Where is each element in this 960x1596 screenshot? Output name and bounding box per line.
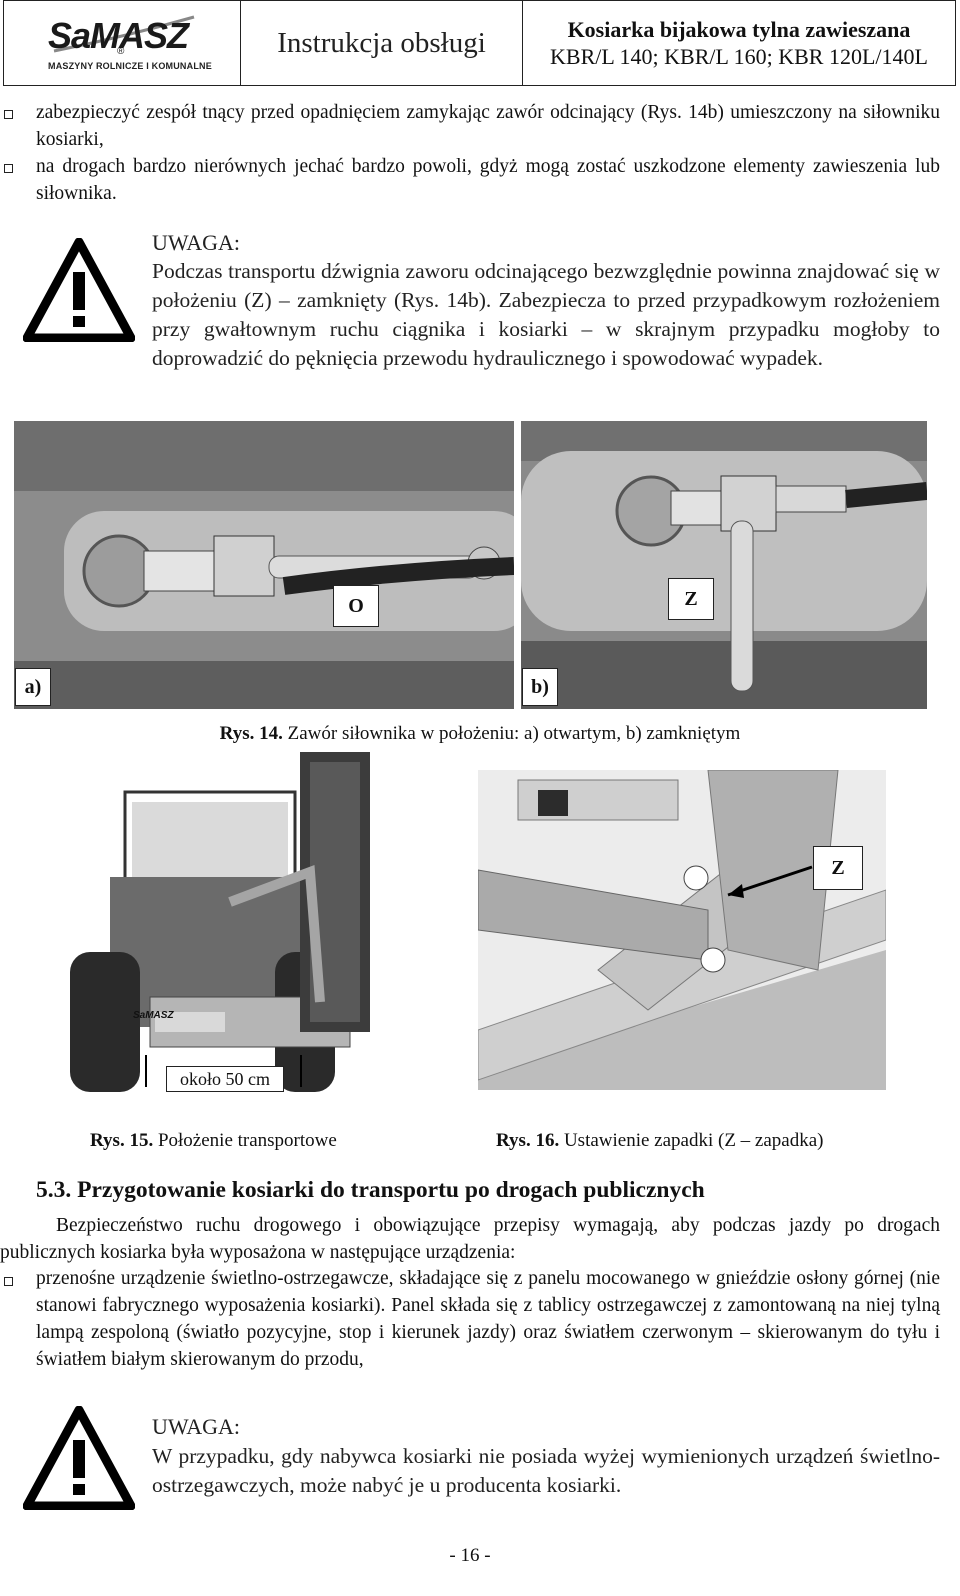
label-closed: Z [668,578,714,620]
label-latch: Z [813,846,863,890]
valve-open-illustration-icon [14,421,514,709]
warning-text: W przypadku, gdy nabywca kosiarki nie po… [152,1444,940,1497]
page-number: - 16 - [449,1545,491,1566]
bullet-item: przenośne urządzenie świetlno-ostrzegawc… [36,1268,940,1370]
photo-valve-open [14,421,514,709]
samasz-logo: SaMASZ ® MASZYNY ROLNICZE I KOMUNALNE [4,1,241,85]
warning-title: UWAGA: [152,230,240,255]
logo-subtitle: MASZYNY ROLNICZE I KOMUNALNE [48,61,212,71]
bullet-item: zabezpieczyć zespół tnący przed opadnięc… [36,102,940,150]
bullet-marker [4,110,13,119]
logo-swoosh-icon [53,15,195,53]
bullet-item: na drogach bardzo nierównych jechać bard… [36,156,940,204]
page-header: SaMASZ ® MASZYNY ROLNICZE I KOMUNALNE In… [3,0,956,86]
section-heading: 5.3. Przygotowanie kosiarki do transport… [36,1177,705,1203]
mower-badge: SaMASZ [133,1010,174,1021]
measure-tick-left [145,1055,147,1087]
valve-closed-illustration-icon [521,421,927,709]
logo-registered: ® [117,46,125,57]
warning-text: Podczas transportu dźwignia zaworu odcin… [152,259,940,370]
label-open: O [333,585,379,627]
doc-type: Instrukcja obsługi [241,1,523,85]
figure-caption-15: Rys. 15. Położenie transportowe [90,1130,337,1151]
product-models: KBR/L 140; KBR/L 160; KBR 120L/140L [550,44,928,69]
product-title: Kosiarka bijakowa tylna zawieszana [567,17,911,42]
warning-triangle-icon [23,238,135,342]
label-a: a) [15,668,51,706]
section-intro: Bezpieczeństwo ruchu drogowego i obowiąz… [0,1215,940,1263]
photo-transport-position: SaMASZ [70,752,400,1092]
measure-tick-right [300,1055,302,1087]
photo-valve-closed [521,421,927,709]
figure-caption-14: Rys. 14. Zawór siłownika w położeniu: a)… [219,723,741,744]
figure-caption-16: Rys. 16. Ustawienie zapadki (Z – zapadka… [496,1130,824,1151]
warning-title: UWAGA: [152,1414,240,1439]
label-b: b) [522,668,558,706]
latch-illustration-icon [478,770,886,1090]
tractor-illustration-icon [70,752,370,1092]
logo-text: SaMASZ [48,15,189,56]
bullet-marker [4,164,13,173]
drawing-latch-setting [478,770,886,1090]
bullet-marker [4,1277,13,1286]
product-info: Kosiarka bijakowa tylna zawieszana KBR/L… [523,1,955,85]
measure-label: około 50 cm [166,1066,284,1092]
warning-triangle-icon [23,1406,135,1510]
